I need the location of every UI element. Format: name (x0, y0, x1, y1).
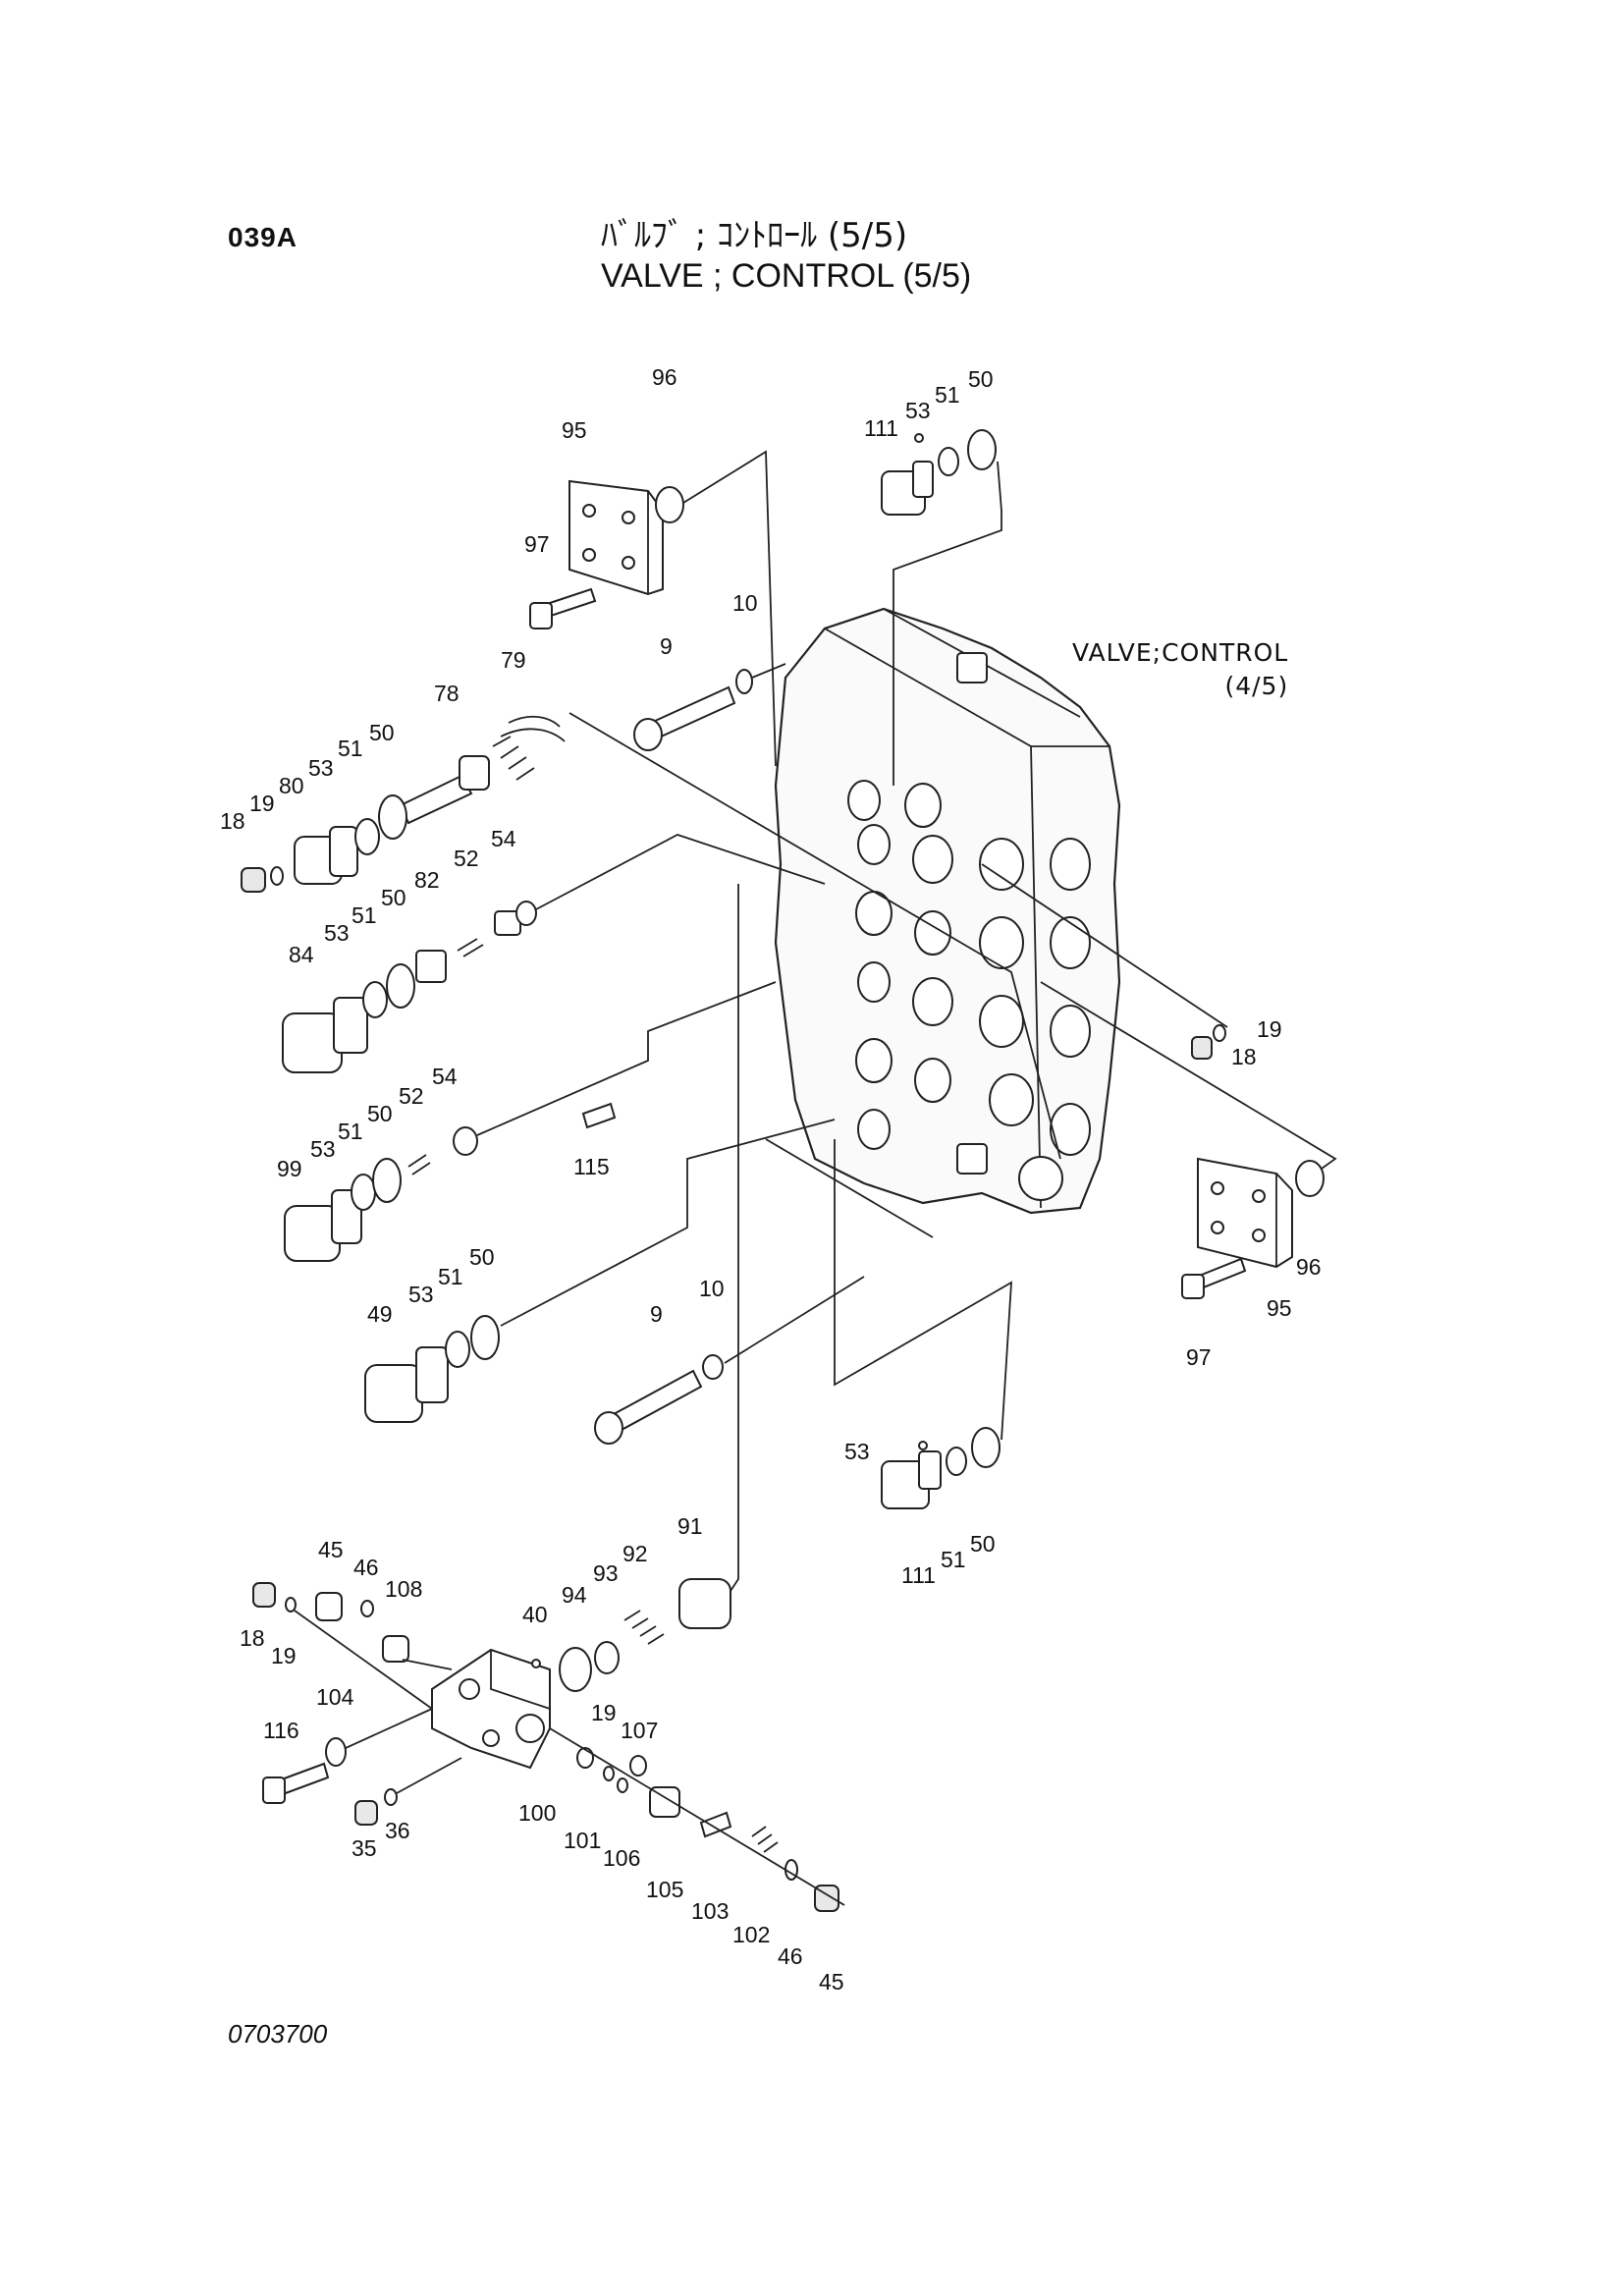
callout: 101 (564, 1828, 601, 1853)
callout: 115 (573, 1154, 610, 1179)
callout: 19 (1257, 1016, 1282, 1042)
callout: 95 (562, 417, 587, 443)
callout: 10 (699, 1276, 725, 1301)
callout: 92 (622, 1541, 648, 1566)
callout: 51 (941, 1547, 966, 1572)
callout: 79 (501, 647, 526, 673)
bolt-icon (529, 587, 597, 629)
reference-label-text: VALVE;CONTROL (1072, 638, 1289, 667)
callout: 104 (316, 1684, 354, 1710)
callout: 9 (660, 633, 673, 659)
callout: 35 (352, 1835, 377, 1861)
callout: 53 (844, 1439, 870, 1464)
spring-icon (492, 736, 535, 781)
callout: 97 (1186, 1344, 1212, 1370)
callout: 50 (367, 1101, 393, 1126)
callout: 46 (778, 1943, 803, 1969)
callout: 106 (603, 1845, 640, 1871)
callout: 51 (935, 382, 960, 408)
callout: 102 (732, 1922, 770, 1947)
callout: 80 (279, 773, 304, 798)
callout: 53 (408, 1282, 434, 1307)
callout: 99 (277, 1156, 302, 1181)
callout: 100 (518, 1800, 556, 1826)
drawing-code: 0703700 (228, 2019, 328, 2049)
callout: 45 (819, 1969, 844, 1995)
callout: 9 (650, 1301, 663, 1327)
callout: 94 (562, 1582, 587, 1608)
o-ring-icon (655, 486, 684, 523)
callout: 105 (646, 1877, 683, 1902)
callout: 108 (385, 1576, 422, 1602)
callout: 52 (454, 846, 479, 871)
callout: 46 (353, 1555, 379, 1580)
callout: 116 (263, 1718, 299, 1743)
title-english: VALVE ; CONTROL (5/5) (601, 257, 972, 295)
callout: 50 (469, 1244, 495, 1270)
callout: 54 (491, 826, 516, 851)
callout: 52 (399, 1083, 424, 1109)
callout: 19 (591, 1700, 617, 1725)
title-japanese: ﾊﾞﾙﾌﾞ ; ｺﾝﾄﾛｰﾙ (5/5) (601, 216, 908, 255)
callout: 45 (318, 1537, 344, 1562)
callout: 78 (434, 681, 460, 706)
callout: 103 (691, 1898, 729, 1924)
callout: 51 (338, 1119, 363, 1144)
control-valve-body-icon (774, 607, 1121, 1215)
callout: 95 (1267, 1295, 1292, 1321)
callout: 84 (289, 942, 314, 967)
reference-label-sub: (4/5) (1224, 672, 1289, 700)
callout: 96 (1296, 1254, 1322, 1280)
callout: 19 (271, 1643, 297, 1668)
callout: 96 (652, 364, 677, 390)
callout: 97 (524, 531, 550, 557)
callout: 51 (352, 902, 377, 928)
callout: 91 (677, 1513, 703, 1539)
callout: 82 (414, 867, 440, 893)
callout: 53 (905, 398, 931, 423)
callout: 107 (621, 1718, 658, 1743)
reference-label: VALVE;CONTROL (4/5) (1072, 636, 1288, 703)
callout: 53 (308, 755, 334, 781)
callout: 49 (367, 1301, 393, 1327)
callout: 53 (324, 920, 350, 946)
callout: 50 (369, 720, 395, 745)
callout: 40 (522, 1602, 548, 1627)
callout: 111 (864, 415, 898, 441)
callout: 36 (385, 1818, 410, 1843)
flange-cover-icon (568, 479, 664, 596)
callout: 50 (968, 366, 994, 392)
callout: 19 (249, 791, 275, 816)
callout: 18 (240, 1625, 265, 1651)
callout: 50 (381, 885, 406, 910)
callout: 93 (593, 1560, 619, 1586)
plug-icon (881, 461, 934, 516)
callout: 111 (901, 1562, 936, 1588)
callout: 54 (432, 1064, 458, 1089)
callout: 51 (338, 736, 363, 761)
callout: 18 (1231, 1044, 1257, 1069)
callout: 53 (310, 1136, 336, 1162)
callout: 50 (970, 1531, 996, 1557)
callout: 51 (438, 1264, 463, 1289)
callout: 18 (220, 808, 245, 834)
callout: 10 (732, 590, 758, 616)
page-code: 039A (228, 222, 298, 252)
